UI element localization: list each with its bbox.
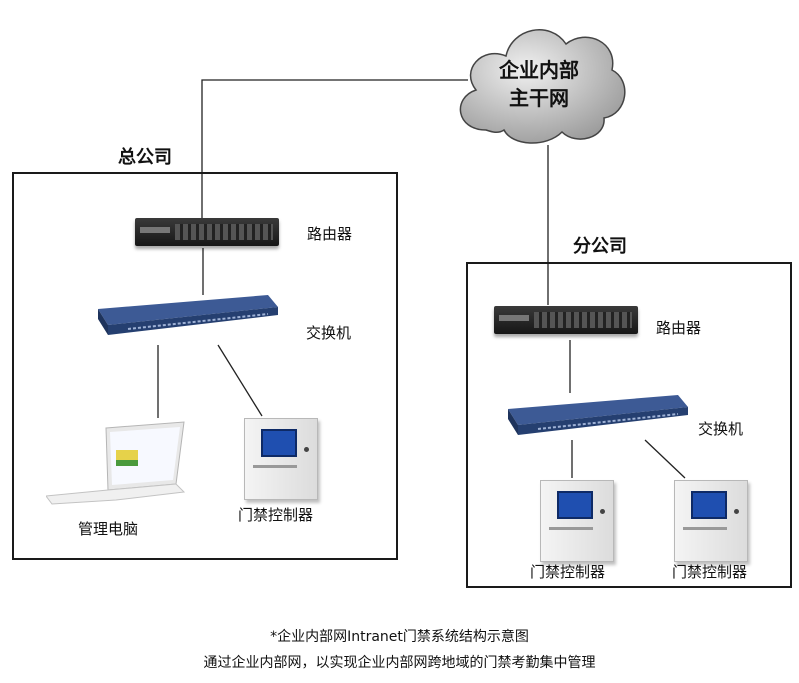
hq-title: 总公司	[118, 147, 172, 168]
branch-switch-label: 交换机	[698, 420, 744, 438]
branch-router	[494, 306, 638, 334]
branch-switch-ctrl2-line	[644, 439, 686, 479]
branch-controller-1-label: 门禁控制器	[530, 563, 606, 581]
backbone-cloud: 企业内部 主干网	[446, 10, 632, 150]
branch-switch	[508, 395, 688, 435]
branch-access-controller-1	[540, 480, 614, 562]
cloud-title-line2: 主干网	[509, 86, 569, 110]
management-pc	[45, 420, 186, 510]
cloud-title-line1: 企业内部	[499, 58, 579, 82]
branch-router-label: 路由器	[656, 319, 702, 337]
caption-subtitle: 通过企业内部网，以实现企业内部网跨地域的门禁考勤集中管理	[203, 655, 596, 671]
laptop-icon	[45, 421, 186, 505]
branch-controller-2-label: 门禁控制器	[672, 563, 748, 581]
hq-box	[12, 172, 398, 560]
cloud-icon	[459, 29, 626, 144]
hq-router	[135, 218, 279, 246]
caption-title: *企业内部网Intranet门禁系统结构示意图	[270, 629, 529, 645]
hq-switch-controller-line	[217, 344, 263, 417]
branch-box	[466, 262, 792, 588]
hq-switch-label: 交换机	[306, 324, 352, 342]
hq-router-label: 路由器	[307, 225, 353, 243]
branch-access-controller-2	[674, 480, 748, 562]
hq-switch	[98, 295, 278, 335]
branch-title: 分公司	[573, 236, 627, 257]
hq-controller-label: 门禁控制器	[238, 506, 314, 524]
pc-label: 管理电脑	[78, 520, 139, 538]
hq-access-controller	[244, 418, 318, 500]
